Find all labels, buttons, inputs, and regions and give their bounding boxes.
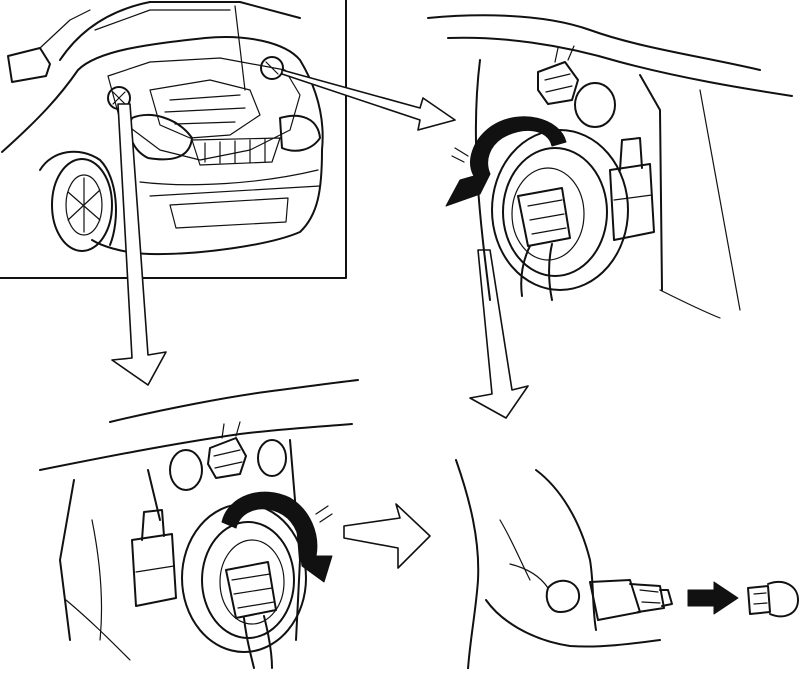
open-hood-left (59, 1, 151, 61)
rotate-arrow-icon (221, 491, 333, 583)
engine-bay (107, 57, 301, 161)
adjuster-line (613, 194, 653, 201)
connector-ribs (213, 449, 243, 469)
flow-arrows (111, 69, 529, 569)
collar-ribs (639, 589, 661, 604)
right-headlamp-panel (427, 14, 793, 319)
callout-mark-left (112, 91, 126, 105)
bulb-wires (243, 615, 273, 669)
hood-inner (94, 9, 231, 31)
callout-mark-right (265, 61, 279, 75)
car-body-outline (1, 35, 324, 256)
side-bulb-socket (574, 82, 616, 128)
left-headlamp-panel (39, 379, 359, 669)
left-headlamp-unit (128, 113, 193, 161)
removed-bulb-base (747, 585, 771, 615)
rotate-arrow-icon (445, 116, 567, 207)
adjuster-line (135, 565, 175, 573)
aim-adjuster-stem (141, 509, 165, 541)
lamp-housing-right (289, 439, 301, 641)
front-wheel (51, 158, 113, 252)
lamp-back-ring-outer (491, 129, 629, 291)
bulb-socket-ring (511, 167, 585, 261)
bulb-wires (520, 243, 553, 301)
motion-ticks (315, 505, 333, 523)
body-panel-line (699, 89, 741, 311)
side-mirror (7, 47, 51, 83)
hand-outline-left (455, 459, 480, 670)
bulb-connector (517, 187, 571, 247)
hood-prop-rod (234, 5, 246, 91)
side-bulb-socket (169, 449, 203, 491)
lamp-housing-right (639, 74, 663, 291)
callout-circle-icon (260, 56, 284, 80)
connector-wires (554, 45, 575, 63)
lamp-back-ring-inner (502, 147, 608, 277)
a-pillar (39, 9, 91, 49)
flow-arrow-icon (343, 503, 431, 569)
grille (191, 137, 281, 166)
open-hood-top (149, 1, 301, 19)
fender-edge (427, 14, 761, 71)
lower-frame (659, 289, 721, 319)
lamp-housing-inner (147, 469, 161, 521)
lower-intake (169, 197, 289, 229)
flow-arrow-icon (469, 249, 529, 419)
hand-bottom (485, 599, 661, 648)
thumb-tip (545, 579, 580, 613)
aim-adjuster-box (609, 163, 655, 241)
top-connector (537, 61, 579, 105)
engine-detail (164, 94, 246, 125)
grille-bars (204, 138, 266, 164)
wheel-rim (65, 174, 103, 236)
hood-edge (109, 379, 359, 423)
lamp-housing-left (59, 479, 75, 641)
bulb-socket (589, 579, 641, 621)
socket-tip (659, 589, 673, 607)
connector-wires (221, 421, 241, 439)
hand-outline-right (535, 469, 597, 631)
bulb-connector-ribs (231, 573, 275, 609)
bulb-socket-ring (219, 539, 285, 625)
hood-edge (447, 36, 793, 97)
right-headlamp-unit (279, 114, 321, 152)
fender-edge (39, 423, 353, 471)
top-connector (207, 437, 247, 479)
wheel-arch (39, 150, 117, 246)
engine-block (149, 79, 261, 139)
bulb-connector-ribs (527, 199, 567, 235)
removed-bulb-glass (767, 581, 799, 618)
bulb-removal-panel (455, 459, 799, 670)
car-overview-panel (0, 0, 347, 279)
thumb-contour (509, 563, 549, 589)
side-bulb-socket (257, 439, 287, 477)
connector-ribs (544, 73, 573, 93)
finger-crease (499, 519, 531, 581)
bumper-crease (149, 185, 321, 197)
pull-arrow-icon (687, 581, 739, 615)
lamp-back-ring-inner (201, 521, 295, 639)
aim-adjuster-box (131, 533, 177, 607)
lower-frame (65, 599, 131, 661)
flow-arrow-icon (281, 69, 456, 131)
bumper-line (139, 169, 319, 186)
bulb-connector (225, 561, 277, 619)
housing-contour (91, 519, 103, 641)
bulb-base-ribs (753, 592, 768, 605)
socket-collar (629, 583, 665, 613)
wheel-spokes (67, 177, 101, 233)
flow-arrow-icon (111, 103, 167, 386)
aim-adjuster-stem (619, 137, 643, 171)
motion-ticks (451, 147, 469, 163)
